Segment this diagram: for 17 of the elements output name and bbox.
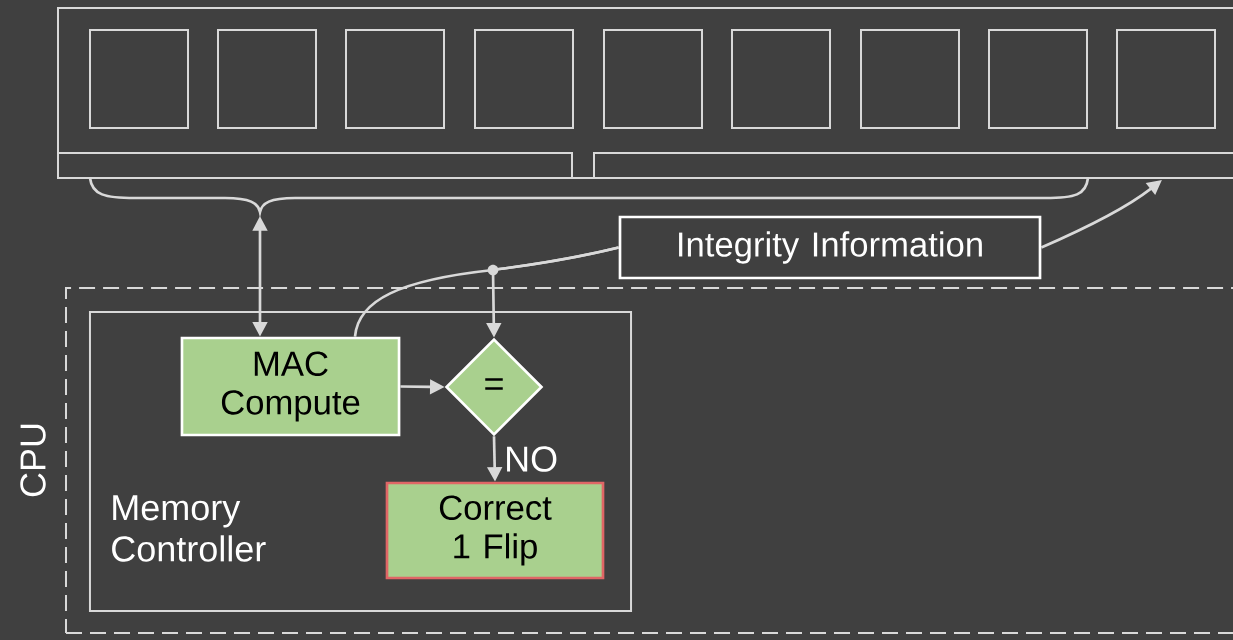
memory-module [57,7,1233,179]
bus-bar [57,151,573,180]
info-box: Integrity Information [618,215,1042,280]
memory-chip [89,29,189,129]
node-label: CPU [20,424,46,497]
memory-chip [474,29,574,129]
memory-chip [1116,29,1216,129]
memory-chip [988,29,1088,129]
edge-label: NO [507,446,557,472]
correction-box: Correct 1 Flip [385,481,605,580]
memory-chip [731,29,831,129]
memory-chip [860,29,960,129]
process-box: MAC Compute [180,336,401,437]
memory-chip [603,29,703,129]
memory-chip [217,29,317,129]
bus-bar [593,151,1233,180]
memory-chip [345,29,445,129]
